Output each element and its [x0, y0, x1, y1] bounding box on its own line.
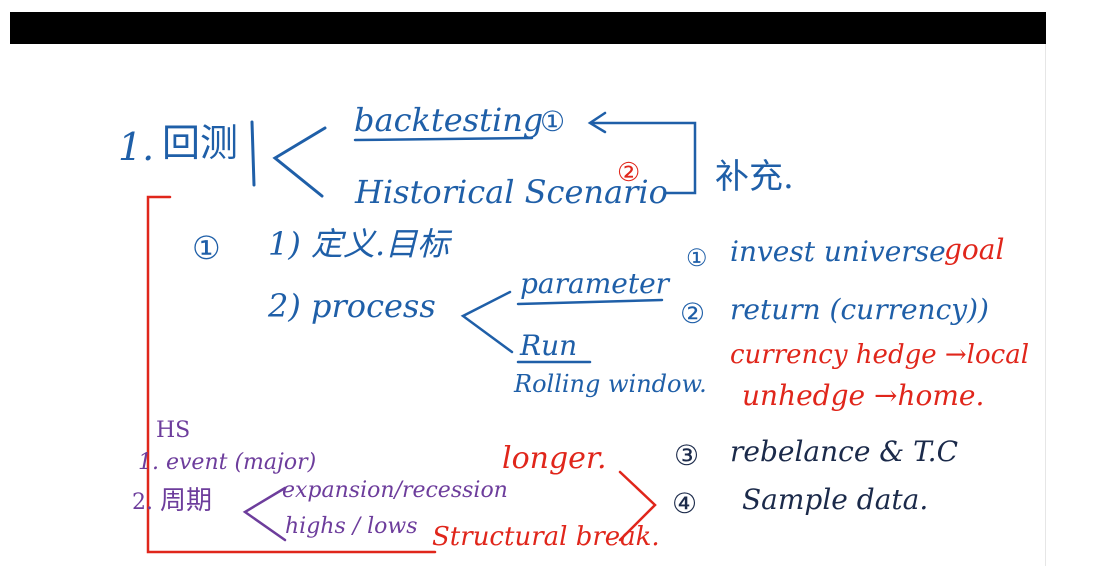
cycle-number: 2. — [132, 490, 153, 515]
list-num-4: ④ — [672, 487, 698, 520]
step2-label: 2) process — [268, 287, 436, 325]
list-text-3: rebelance & T.C — [730, 435, 958, 468]
list-num-3: ③ — [674, 439, 700, 472]
rolling-window-label: Rolling window. — [514, 370, 707, 398]
run-label: Run — [520, 329, 578, 362]
event-label: 1. event (major) — [138, 450, 317, 475]
backtesting-label: backtesting — [354, 101, 544, 139]
item1-title: 回测 — [162, 121, 239, 165]
item1-number: 1. — [118, 125, 155, 169]
currency-hedge-label: currency hedge →local — [730, 340, 1030, 370]
hs-label: HS — [156, 418, 191, 443]
list-num-2: ② — [680, 297, 706, 330]
top-black-bar — [10, 12, 1046, 44]
list-text-2: return (currency)) — [730, 293, 989, 326]
historical-marker: ② — [617, 158, 641, 188]
list-text-4: Sample data. — [742, 483, 929, 516]
structural-break-label: Structural break. — [432, 522, 660, 552]
list-text-1: invest universe — [730, 235, 946, 268]
longer-label: longer. — [502, 441, 607, 476]
expansion-label: expansion/recession — [282, 478, 508, 503]
goal-label: goal — [944, 233, 1005, 266]
unhedge-label: unhedge →home. — [742, 379, 985, 412]
section1-marker: ① — [192, 229, 221, 267]
supplement-label: 补充. — [715, 157, 794, 197]
backtesting-marker: ① — [540, 105, 566, 138]
step1-label: 1) 定义.目标 — [268, 225, 450, 263]
highs-lows-label: highs / lows — [285, 514, 418, 539]
cycle-label: 周期 — [160, 486, 213, 516]
parameter-label: parameter — [520, 267, 670, 300]
list-num-1: ① — [686, 244, 708, 272]
historical-scenario-label: Historical Scenario — [355, 173, 668, 211]
